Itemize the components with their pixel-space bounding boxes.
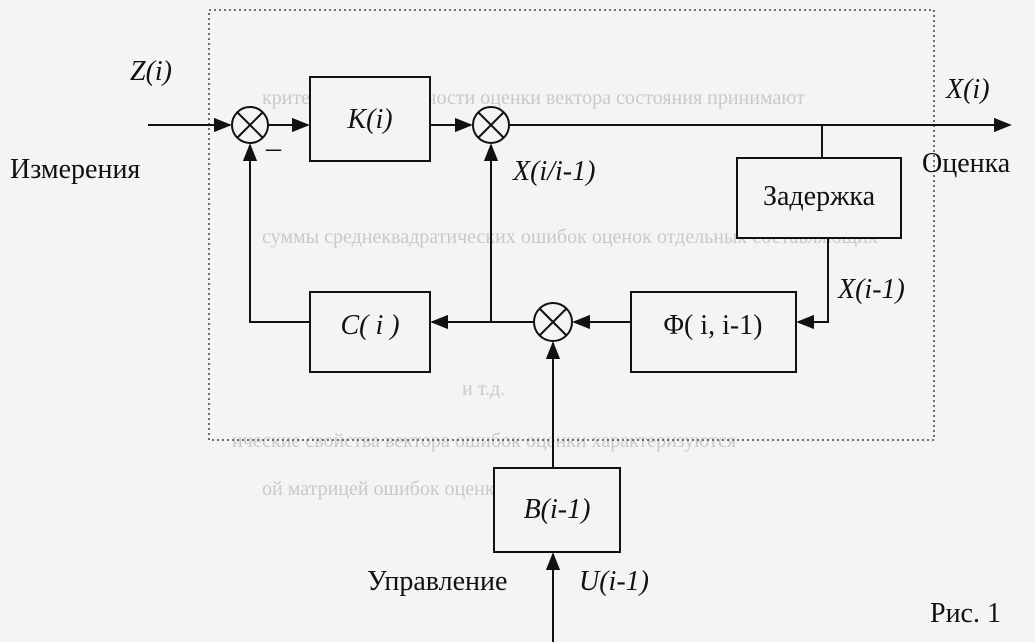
sum-junction-1 xyxy=(231,106,269,144)
control-label: Управление xyxy=(367,566,507,597)
feedback-line xyxy=(242,143,310,323)
previous-estimate-label: X(i-1) xyxy=(837,274,905,305)
control-gain-block-label: B(i-1) xyxy=(524,494,591,525)
control-gain-block xyxy=(493,467,621,553)
figure-caption: Рис. 1 xyxy=(930,598,1001,629)
sum-junction-3 xyxy=(533,302,573,342)
bleed-line-4: ой матрицей ошибок оценки xyxy=(262,478,506,500)
delay-out-line xyxy=(796,238,829,330)
measurement-signal-label: Z(i) xyxy=(130,56,172,87)
bleed-line-3: ические свойства вектора ошибок оценки х… xyxy=(232,430,736,452)
filter-boundary xyxy=(208,9,935,441)
transition-block xyxy=(630,291,797,373)
estimate-signal-label: X(i) xyxy=(945,74,990,105)
observation-block xyxy=(309,291,431,373)
delay-block xyxy=(736,157,902,239)
control-signal-label: U(i-1) xyxy=(579,566,649,597)
estimate-label: Оценка xyxy=(922,148,1011,179)
transition-block-label: Φ( i, i-1) xyxy=(664,310,763,341)
signal-lines xyxy=(148,117,1012,642)
delay-block-label: Задержка xyxy=(763,181,876,212)
bleed-line-2: суммы среднеквадратических ошибок оценок… xyxy=(262,226,878,248)
sum-junction-2 xyxy=(472,106,510,144)
gain-block xyxy=(309,76,431,162)
gain-block-label: K(i) xyxy=(346,104,392,135)
observation-block-label: C( i ) xyxy=(340,310,399,341)
prediction-signal-label: X(i/i-1) xyxy=(512,156,595,187)
bleed-line-5: и т.д. xyxy=(462,378,505,400)
minus-sign: – xyxy=(265,131,282,164)
measurement-label: Измерения xyxy=(10,154,140,185)
